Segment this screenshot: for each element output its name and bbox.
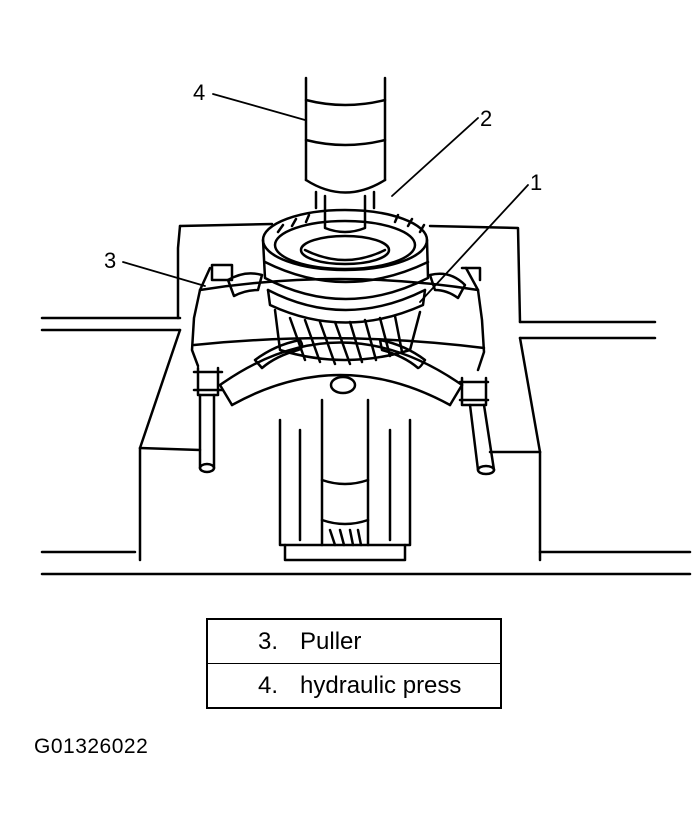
legend-label: Puller	[300, 627, 362, 655]
legend-number: 3.	[257, 627, 278, 655]
shaft	[320, 398, 370, 547]
callout-4: 4	[193, 80, 205, 105]
callout-1: 1	[530, 170, 542, 195]
puller	[190, 263, 496, 476]
legend-row: 4. hydraulic press	[208, 663, 500, 707]
legend-row: 3. Puller	[208, 620, 500, 663]
hydraulic-press-ram	[304, 76, 387, 234]
callout-labels: 1 2 3 4	[104, 80, 542, 273]
press-bed-rails	[40, 316, 692, 576]
helical-gear	[273, 308, 422, 366]
legend-table: 3. Puller 4. hydraulic press	[206, 618, 502, 709]
legend-label: hydraulic press	[300, 671, 462, 699]
figure-id: G01326022	[34, 735, 149, 758]
legend-number: 4.	[257, 671, 278, 699]
callout-leaders	[122, 93, 529, 303]
gear-press-illustration: 1 2 3 4	[40, 76, 692, 576]
synchronizer-assembly	[261, 208, 430, 324]
callout-2: 2	[480, 106, 492, 131]
callout-3: 3	[104, 248, 116, 273]
